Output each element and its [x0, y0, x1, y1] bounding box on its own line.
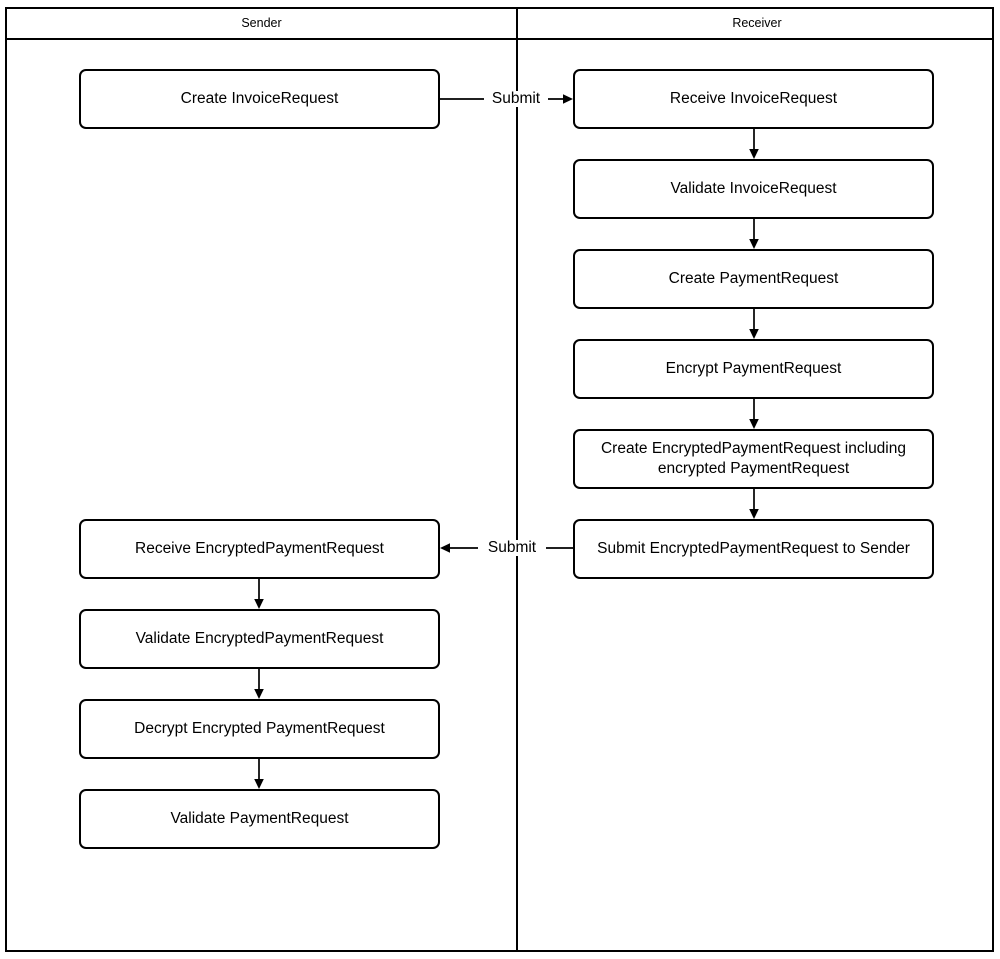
node-decrypt-encrypted-paymentrequest[interactable]: Decrypt Encrypted PaymentRequest — [79, 699, 440, 759]
node-receive-encryptedpaymentrequest[interactable]: Receive EncryptedPaymentRequest — [79, 519, 440, 579]
node-validate-invoicerequest[interactable]: Validate InvoiceRequest — [573, 159, 934, 219]
edge-label-submit-to-receiver: Submit — [484, 91, 548, 107]
node-create-paymentrequest[interactable]: Create PaymentRequest — [573, 249, 934, 309]
node-validate-paymentrequest[interactable]: Validate PaymentRequest — [79, 789, 440, 849]
node-validate-encryptedpaymentrequest[interactable]: Validate EncryptedPaymentRequest — [79, 609, 440, 669]
lane-header-sender: Sender — [241, 16, 282, 30]
lane-header-band: Sender Receiver — [7, 9, 992, 40]
node-receive-invoicerequest[interactable]: Receive InvoiceRequest — [573, 69, 934, 129]
node-create-encryptedpaymentrequest[interactable]: Create EncryptedPaymentRequest including… — [573, 429, 934, 489]
node-create-invoicerequest[interactable]: Create InvoiceRequest — [79, 69, 440, 129]
lane-divider — [516, 9, 518, 950]
node-submit-encryptedpaymentrequest-to-sender[interactable]: Submit EncryptedPaymentRequest to Sender — [573, 519, 934, 579]
edge-label-submit-to-sender: Submit — [478, 540, 546, 556]
node-encrypt-paymentrequest[interactable]: Encrypt PaymentRequest — [573, 339, 934, 399]
lane-header-receiver: Receiver — [732, 16, 782, 30]
